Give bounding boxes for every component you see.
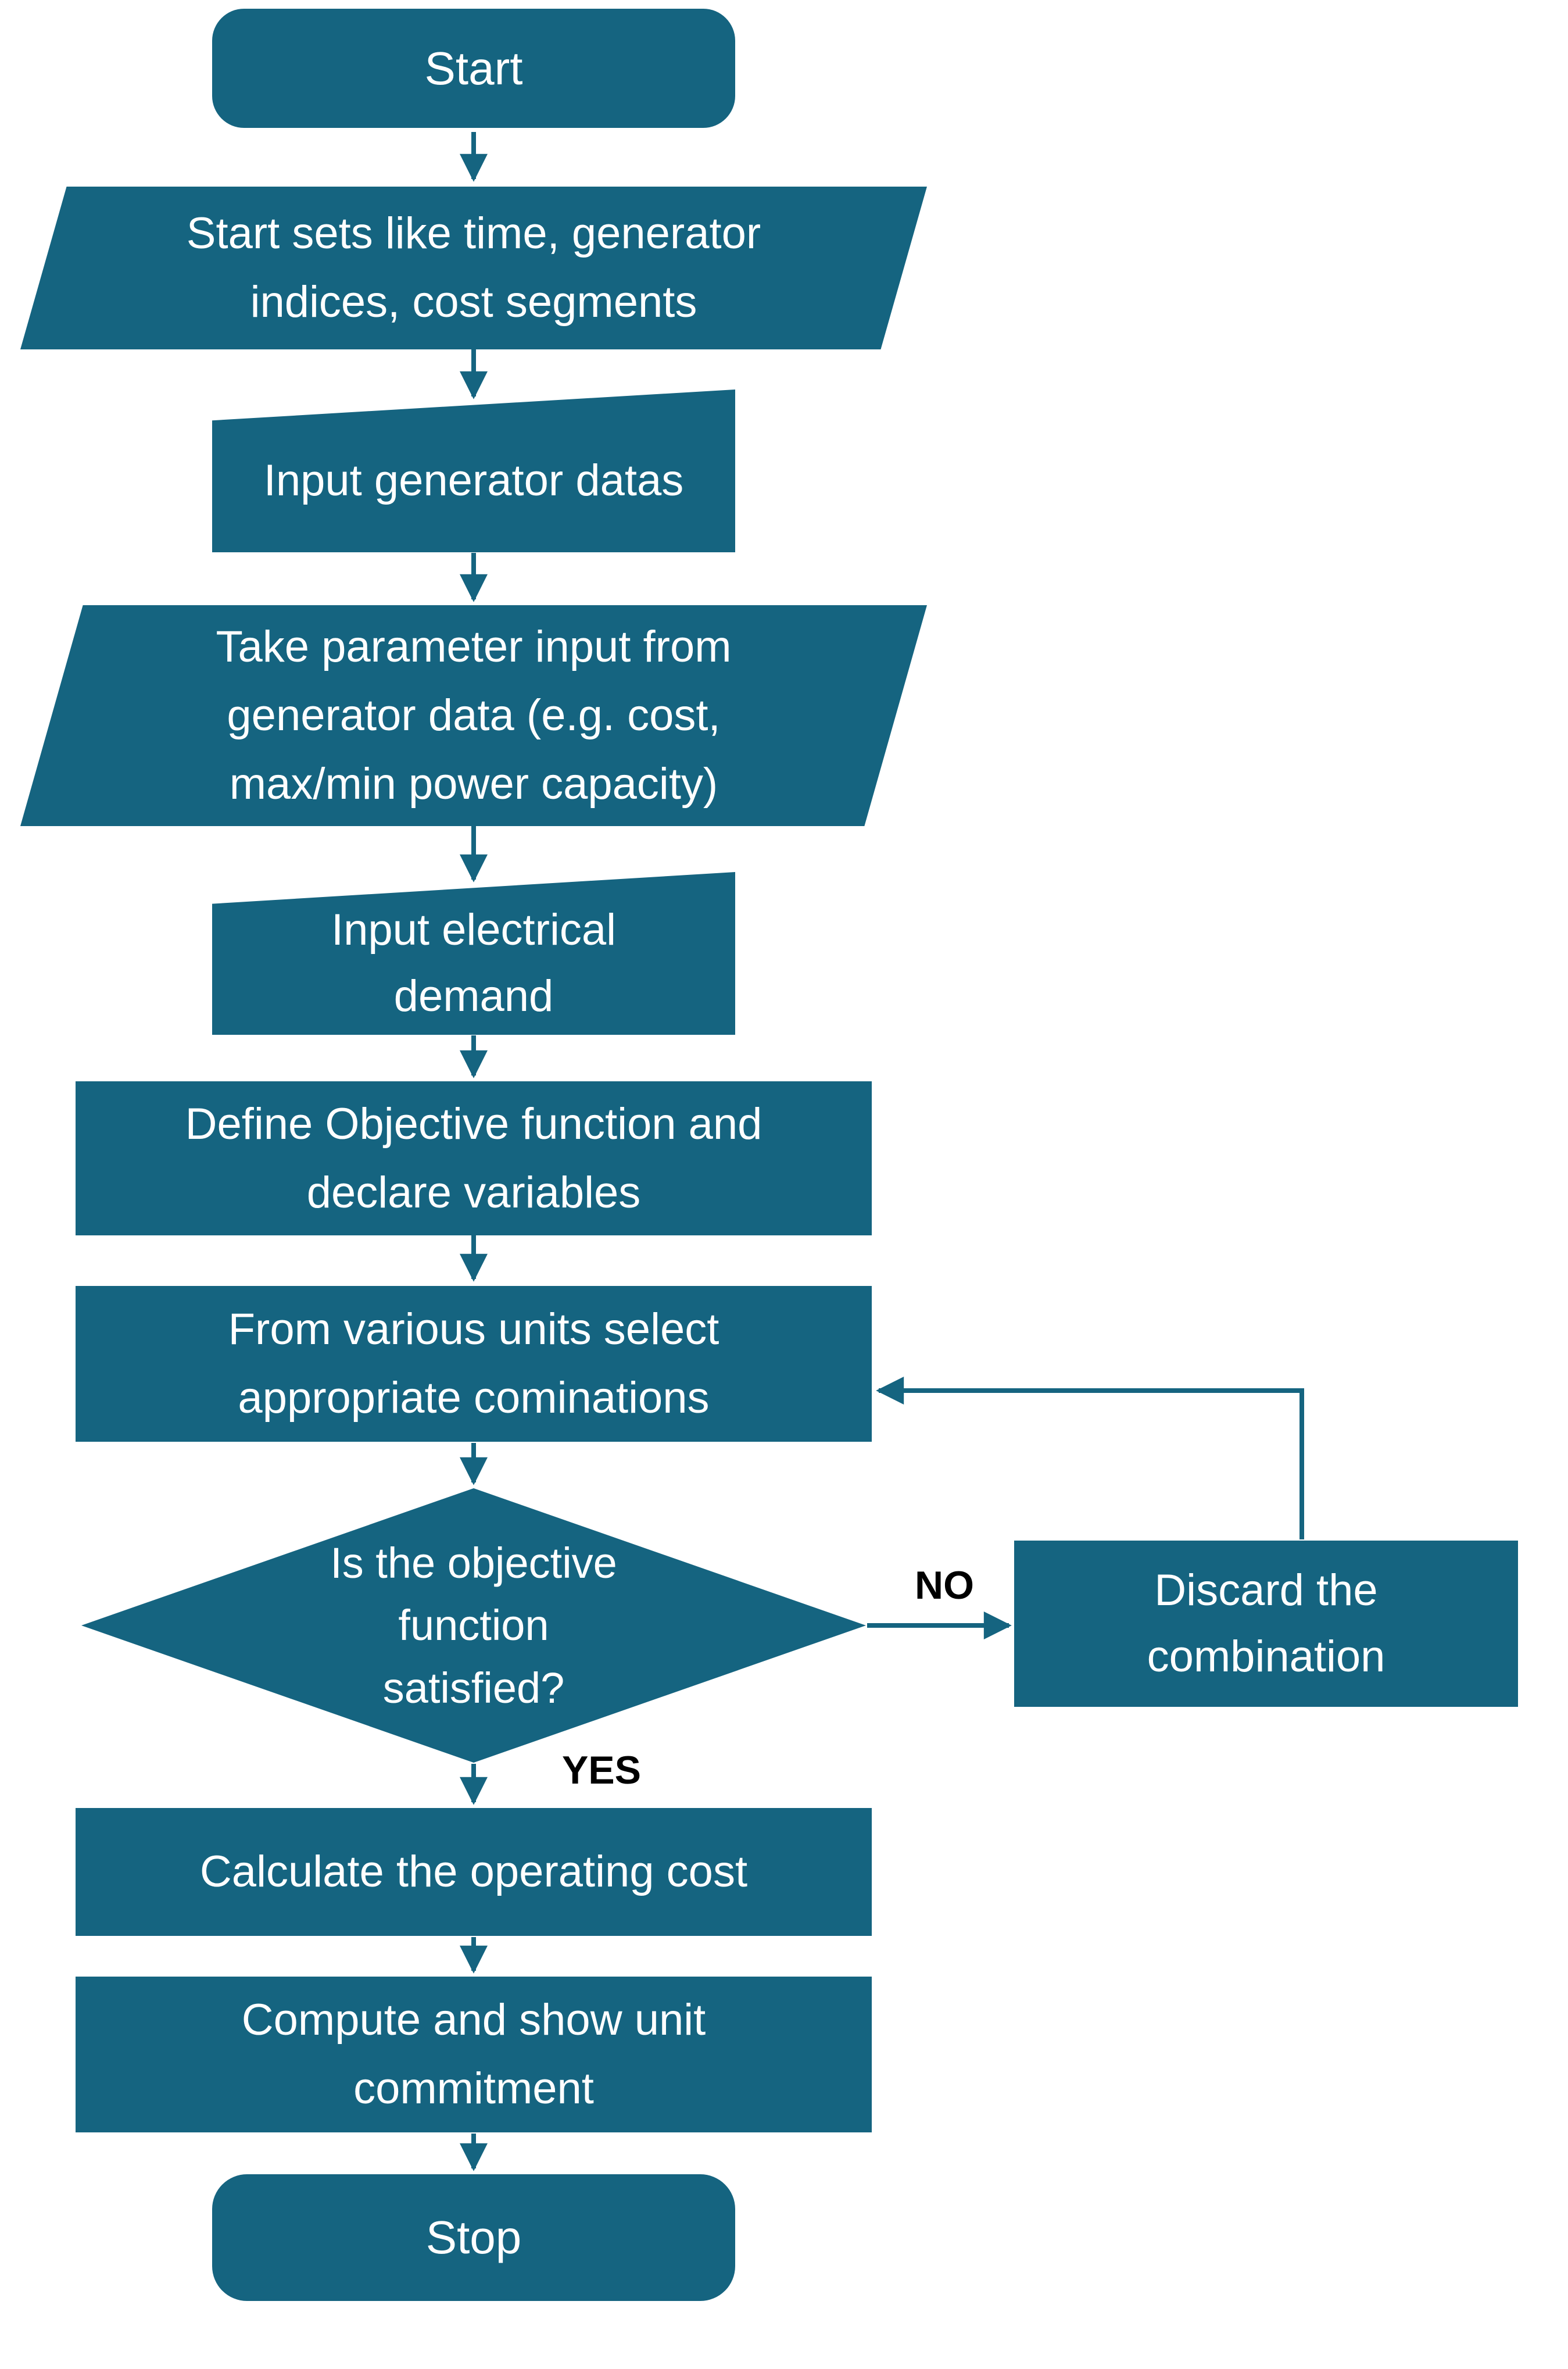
node-input-generator-data: Input generator datas [212,390,735,552]
node-calculate-operating-cost-label: Calculate the operating cost [199,1847,748,1897]
node-decision-label: Is the objective function satisfied? [330,1539,617,1712]
node-discard-combination-label: Discard the combination [1147,1566,1386,1681]
node-init-sets-label: Start sets like time, generator indices,… [186,209,761,327]
node-compute-unit-commitment: Compute and show unit commitment [76,1977,872,2132]
node-start-label: Start [424,42,523,94]
yes-label: YES [561,1748,642,1792]
node-input-electrical-demand: Input electrical demand [212,872,735,1035]
node-define-objective: Define Objective function and declare va… [76,1081,872,1235]
no-label: NO [915,1563,974,1607]
node-calculate-operating-cost: Calculate the operating cost [76,1808,872,1936]
node-stop-label: Stop [425,2211,522,2263]
node-compute-unit-commitment-label: Compute and show unit commitment [241,1995,706,2113]
arrow-discard-loop [876,1377,1304,1539]
node-select-combinations-label: From various units select appropriate co… [228,1305,719,1423]
node-input-electrical-demand-label: Input electrical demand [331,905,617,1021]
node-take-parameter-input: Take parameter input from generator data… [20,605,927,826]
node-select-combinations: From various units select appropriate co… [76,1286,872,1442]
node-discard-combination: Discard the combination [1014,1541,1518,1707]
node-define-objective-label: Define Objective function and declare va… [185,1099,762,1217]
node-take-parameter-input-label: Take parameter input from generator data… [216,622,732,809]
node-input-generator-data-label: Input generator datas [263,456,684,506]
node-start: Start [212,9,735,128]
node-stop: Stop [212,2174,735,2301]
node-init-sets: Start sets like time, generator indices,… [20,187,927,349]
